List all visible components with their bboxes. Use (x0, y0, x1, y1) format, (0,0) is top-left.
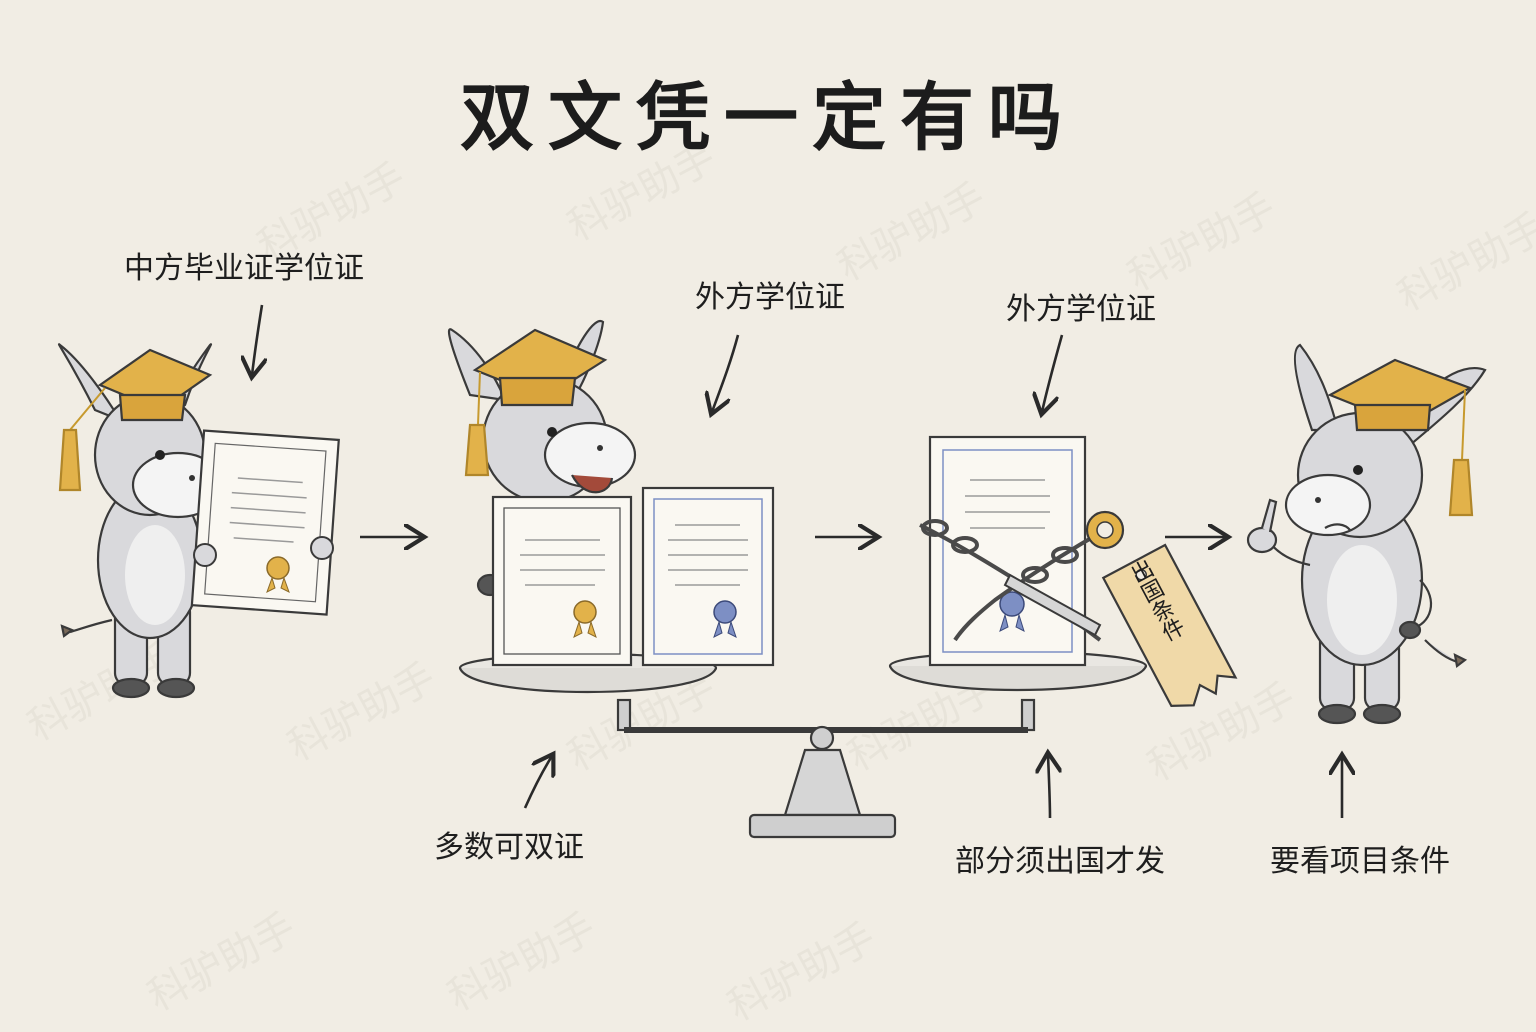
arrow-down-icon (712, 334, 740, 412)
label-foreign-degree-1: 外方学位证 (695, 280, 845, 315)
certificate-china (190, 429, 340, 616)
label-china-cert: 中方毕业证学位证 (124, 251, 364, 286)
label-foreign-degree-2: 外方学位证 (1006, 292, 1156, 327)
balance-scale (458, 650, 1148, 839)
certificate-foreign-locked (928, 435, 1087, 667)
page-title: 双文凭一定有吗 (460, 75, 1076, 161)
key-icon (1003, 510, 1125, 637)
arrow-up-icon (1048, 755, 1050, 819)
arrow-down-icon (1042, 334, 1064, 412)
label-check-conditions: 要看项目条件 (1270, 844, 1450, 879)
flow-arrows (252, 304, 1342, 819)
label-most-dual: 多数可双证 (434, 830, 584, 865)
certificate-foreign-1 (641, 486, 775, 667)
arrow-up-icon (523, 756, 552, 809)
donkey-graduate-3 (1246, 343, 1487, 725)
certificate-china-on-scale (491, 495, 633, 667)
label-abroad-required: 部分须出国才发 (955, 844, 1165, 879)
condition-tag: 出国条件 (1101, 543, 1238, 708)
arrow-down-icon (252, 304, 262, 375)
